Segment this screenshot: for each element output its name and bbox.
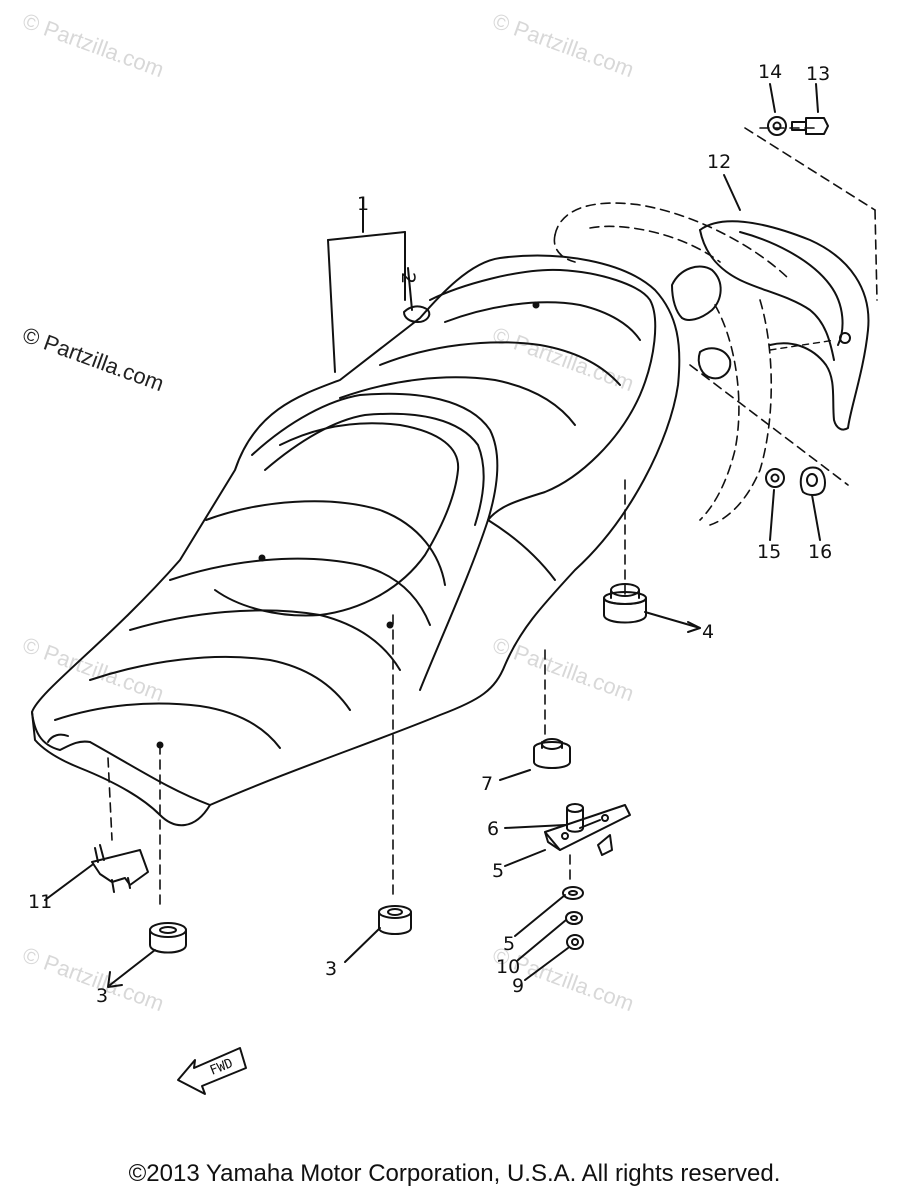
damper-7 bbox=[499, 738, 571, 781]
callout-14: 14 bbox=[758, 61, 782, 83]
damper-4 bbox=[603, 583, 701, 633]
callout-4: 4 bbox=[702, 621, 714, 643]
callout-6: 6 bbox=[487, 818, 499, 840]
fwd-arrow bbox=[177, 1047, 247, 1095]
bracket-5 bbox=[504, 804, 631, 867]
damper-3-center bbox=[344, 905, 412, 963]
callout-5: 5 bbox=[492, 860, 504, 882]
copyright-notice: ©2013 Yamaha Motor Corporation, U.S.A. A… bbox=[128, 1160, 781, 1187]
callout-15: 15 bbox=[757, 541, 781, 563]
bolt-and-washer bbox=[767, 116, 829, 136]
callout-11: 11 bbox=[28, 891, 52, 913]
callout-12: 12 bbox=[707, 151, 731, 173]
washers-15-16 bbox=[765, 466, 826, 496]
callout-5b: 5 bbox=[503, 933, 515, 955]
tail-cover bbox=[671, 220, 870, 431]
callout-2: 2 bbox=[397, 272, 419, 284]
seat-body bbox=[31, 254, 681, 827]
callout-3-left: 3 bbox=[96, 985, 108, 1007]
washers-8-10-9 bbox=[514, 886, 584, 981]
callout-13: 13 bbox=[806, 63, 830, 85]
collar-6 bbox=[504, 803, 584, 833]
damper-3-left bbox=[107, 922, 187, 988]
grab-rail-outline bbox=[107, 127, 878, 911]
seat-strap bbox=[327, 197, 406, 373]
callout-10: 10 bbox=[496, 956, 520, 978]
callout-16: 16 bbox=[808, 541, 832, 563]
hook-bracket-11 bbox=[44, 844, 149, 901]
strap-clip bbox=[403, 267, 431, 323]
callout-9: 9 bbox=[512, 975, 524, 997]
callout-7: 7 bbox=[481, 773, 493, 795]
callout-1: 1 bbox=[357, 193, 369, 215]
callout-3-center: 3 bbox=[325, 958, 337, 980]
